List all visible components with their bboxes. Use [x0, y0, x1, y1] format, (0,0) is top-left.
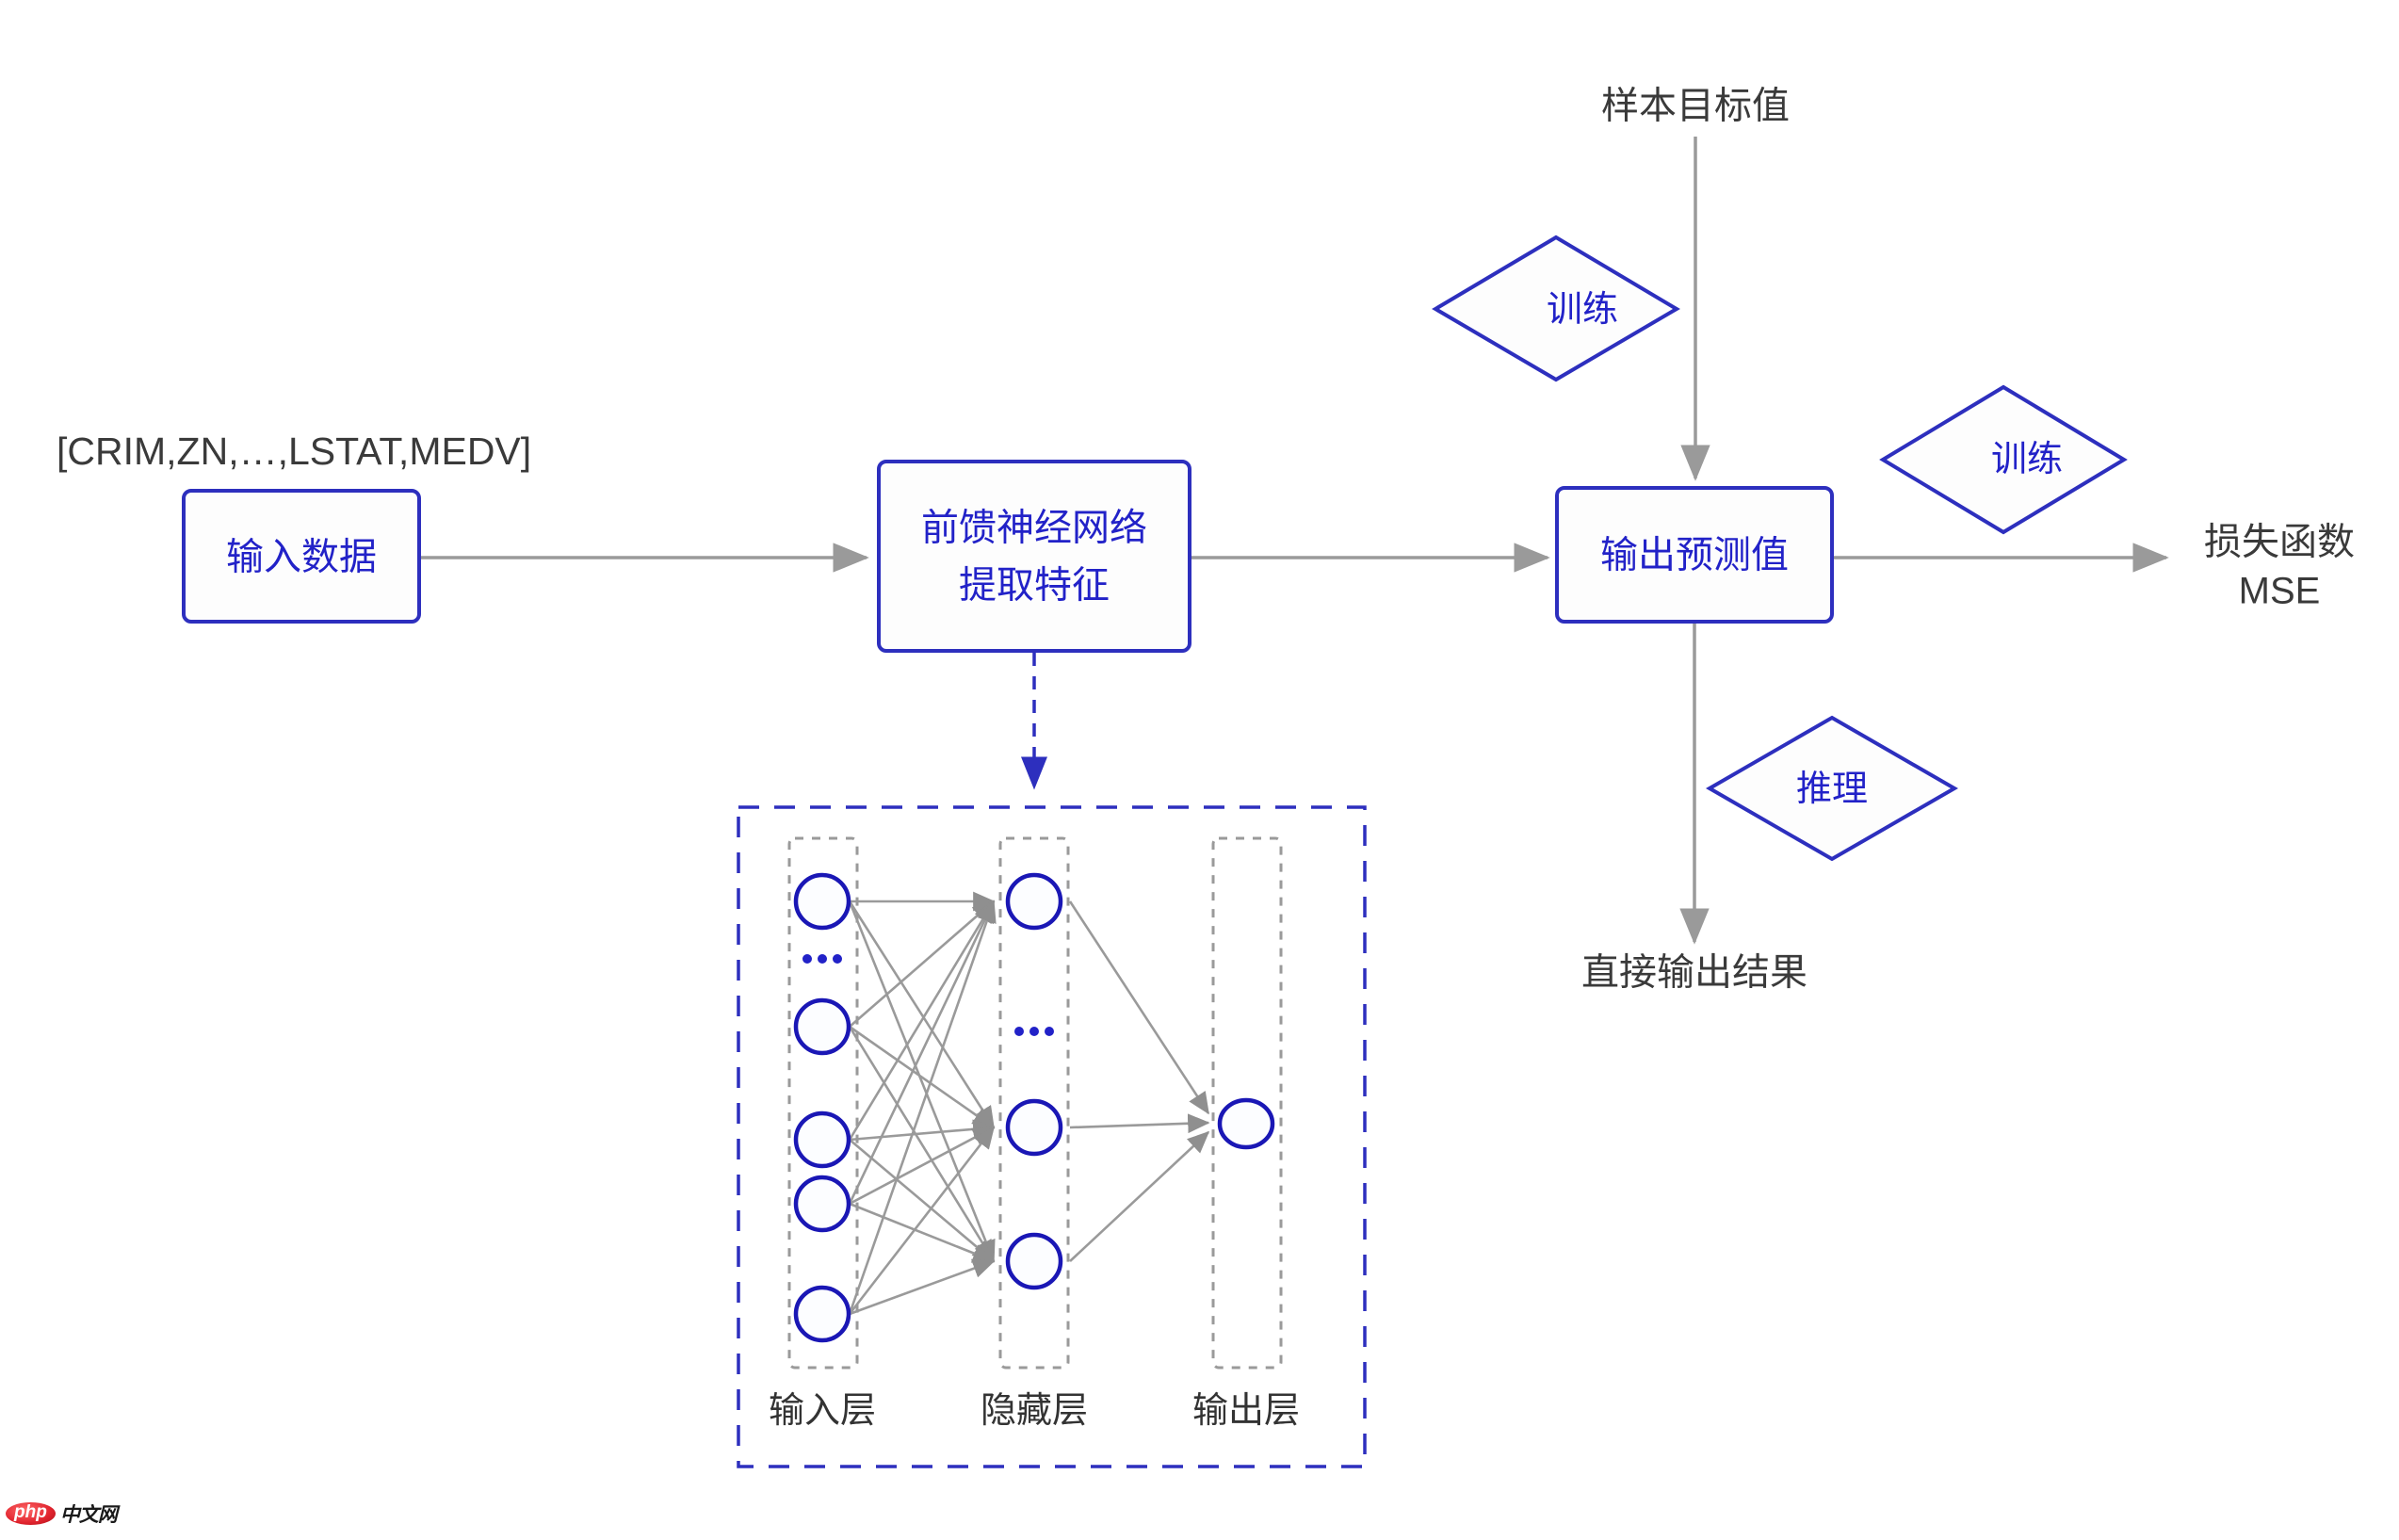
neuron-input-5 [793, 1285, 851, 1343]
neuron-input-3 [793, 1110, 851, 1169]
hidden-layer-neurons [1005, 872, 1063, 1290]
network-detail-panel: 输入层 隐藏层 输出层 [737, 805, 1367, 1468]
feedforward-label-line2: 提取特征 [959, 565, 1110, 607]
feedforward-label-line1: 前馈神经网络 [921, 508, 1147, 549]
train-right-label: 训练 [1991, 440, 2063, 479]
train-right-diamond[interactable] [1879, 384, 2128, 535]
synapse-group-hidden-output [1068, 900, 1210, 1262]
node-inference[interactable]: 推理 [1705, 715, 1959, 862]
inference-diamond[interactable] [1705, 715, 1959, 862]
node-output-prediction[interactable]: 输出预测值 [1555, 486, 1834, 624]
hidden-layer-container [998, 836, 1070, 1370]
direct-output-label: 直接输出结果 [1581, 952, 1807, 994]
php-logo-icon: php [6, 1502, 56, 1525]
neuron-output-1 [1217, 1097, 1275, 1150]
output-layer-neurons [1217, 1097, 1275, 1150]
neuron-hidden-3 [1005, 1232, 1063, 1290]
node-train-right[interactable]: 训练 [1879, 384, 2128, 535]
node-train-top[interactable]: 训练 [1432, 235, 1680, 382]
train-top-label: 训练 [1547, 290, 1618, 330]
train-top-diamond[interactable] [1432, 235, 1680, 382]
loss-function-label-line1: 损失函数 [2204, 522, 2355, 563]
input-layer-label: 输入层 [769, 1391, 876, 1431]
input-data-box[interactable] [182, 489, 421, 624]
loss-function-label-line2: MSE [2239, 571, 2321, 612]
sample-target-label: 样本目标值 [1601, 86, 1790, 127]
synapse-group-input-hidden [848, 891, 997, 1316]
output-prediction-box[interactable] [1555, 486, 1834, 624]
neuron-hidden-2 [1005, 1098, 1063, 1157]
output-layer-container [1211, 836, 1283, 1370]
input-layer-container [787, 836, 859, 1370]
feature-list-label: [CRIM,ZN,…,LSTAT,MEDV] [57, 430, 531, 473]
output-layer-label: 输出层 [1192, 1391, 1300, 1431]
output-prediction-label: 输出预测值 [1600, 535, 1789, 576]
neuron-input-4 [793, 1175, 851, 1233]
neuron-input-1 [793, 872, 851, 931]
input-layer-neurons [793, 872, 851, 1343]
hidden-layer-ellipsis-icon [1014, 1027, 1054, 1036]
watermark-text: 中文网 [59, 1504, 118, 1526]
inference-label: 推理 [1796, 770, 1868, 809]
neuron-hidden-1 [1005, 872, 1063, 931]
neuron-input-2 [793, 997, 851, 1056]
input-data-label: 输入数据 [226, 537, 377, 578]
input-layer-ellipsis-icon [802, 954, 842, 964]
node-input-data[interactable]: 输入数据 [182, 489, 421, 624]
hidden-layer-label: 隐藏层 [981, 1391, 1088, 1431]
node-feedforward[interactable]: 前馈神经网络 提取特征 [877, 460, 1191, 653]
watermark: php 中文网 [6, 1499, 118, 1528]
feedforward-box[interactable] [877, 460, 1191, 653]
